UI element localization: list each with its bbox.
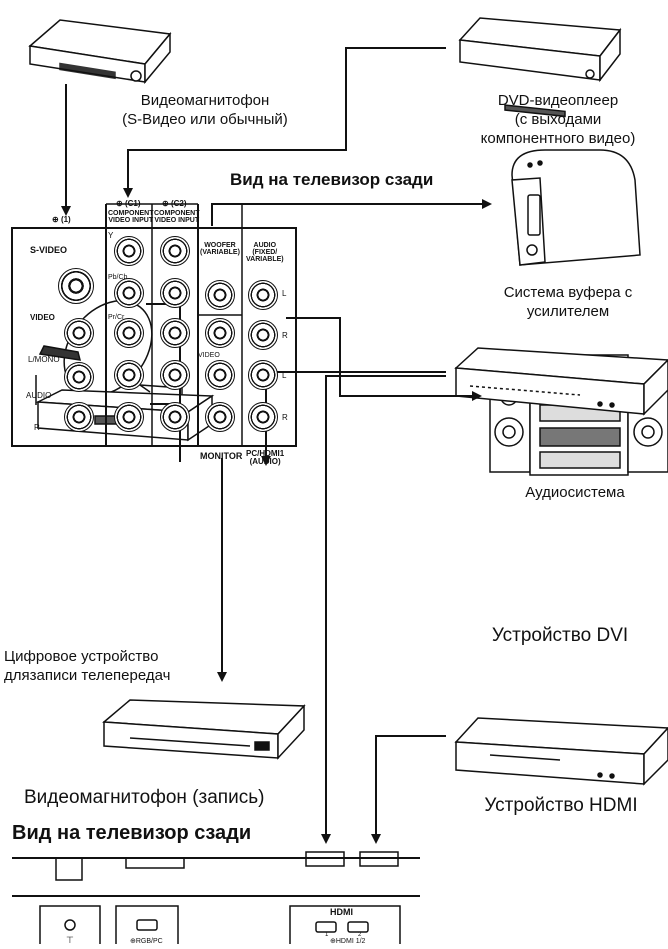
woofer-label: WOOFER (VARIABLE) <box>200 242 240 256</box>
connection-lines <box>61 47 492 844</box>
c2-label: ⊕ (C2) <box>162 199 187 208</box>
l2-label: L <box>282 371 287 380</box>
vcr-recording-label: Видеомагнитофон (запись) <box>24 787 265 808</box>
hdmi-port1-number: 1 <box>325 932 329 938</box>
rgbpc-label: ⊕RGB/PC <box>130 938 163 945</box>
lmono-label: L/MONO <box>28 355 60 364</box>
component1-label: COMPONENT VIDEO INPUT <box>108 210 154 224</box>
audio-l-port <box>64 362 94 392</box>
monitor-video-port <box>205 318 235 348</box>
video2-label: VIDEO <box>198 352 220 359</box>
hdmi-device-illustration <box>454 717 668 786</box>
audio-out-r-port <box>248 320 278 350</box>
monitor-r-port <box>205 402 235 432</box>
c1-label: ⊕ (C1) <box>116 199 141 208</box>
y-label: Y <box>108 231 114 240</box>
c1-r-port <box>114 402 144 432</box>
dvd-player-illustration <box>458 17 622 118</box>
component2-label: COMPONENT VIDEO INPUT <box>154 210 200 224</box>
pc-hdmi-l-port <box>248 360 278 390</box>
antenna-icon: ⊤ <box>66 935 74 945</box>
hdmi12-label: ⊕HDMI 1/2 <box>330 938 366 945</box>
rear-view-title-bottom: Вид на телевизор сзади <box>12 822 252 844</box>
bottom-rear-panel <box>12 851 420 944</box>
rear-panel <box>11 203 297 447</box>
r2-label: R <box>282 331 288 340</box>
audio-system-label: Аудиосистема <box>525 484 625 501</box>
vcr-recording-illustration <box>102 699 306 760</box>
input1-label: ⊕ (1) <box>52 215 71 224</box>
r-label: R <box>34 423 40 432</box>
monitor-l-port <box>205 360 235 390</box>
dvi-device-label: Устройство DVI <box>491 625 629 646</box>
r3-label: R <box>282 413 288 422</box>
c2-pb-port <box>160 278 190 308</box>
video-label: VIDEO <box>30 313 55 322</box>
l-label: L <box>282 289 287 298</box>
pc-hdmi-r-port <box>248 402 278 432</box>
c2-l-port <box>160 360 190 390</box>
monitor-label: MONITOR <box>200 451 243 461</box>
svideo-port <box>58 268 94 304</box>
hdmi-logo: HDMI <box>330 907 353 917</box>
dvi-device-illustration <box>454 347 668 416</box>
c1-l-port <box>114 360 144 390</box>
pr-label: Pr/Cr <box>108 314 125 321</box>
audio-r-port <box>64 402 94 432</box>
c2-pr-port <box>160 318 190 348</box>
c1-pb-port <box>114 278 144 308</box>
c2-y-port <box>160 236 190 266</box>
rear-view-title-top: Вид на телевизор сзади <box>230 170 434 189</box>
subwoofer-illustration <box>511 149 641 266</box>
pchdmi-label: PC/HDMI1 (AUDIO) <box>246 449 285 466</box>
video-port <box>64 318 94 348</box>
svideo-label: S-VIDEO <box>30 245 68 255</box>
audio-out-l-port <box>248 280 278 310</box>
vcr-top-label: Видеомагнитофон(S-Видео или обычный) <box>122 92 288 128</box>
c2-r-port <box>160 402 190 432</box>
c1-y-port <box>114 236 144 266</box>
hdmi-device-label: Устройство HDMI <box>484 795 638 816</box>
hdmi-port2-number: 2 <box>358 932 362 938</box>
audio-label: AUDIO <box>26 391 52 400</box>
pb-label: Pb/Cb <box>108 274 128 281</box>
woofer-port <box>205 280 235 310</box>
vcr-top-illustration <box>28 19 172 85</box>
audio-out-label: AUDIO (FIXED/ VARIABLE) <box>246 242 284 263</box>
c1-pr-port <box>114 318 144 348</box>
